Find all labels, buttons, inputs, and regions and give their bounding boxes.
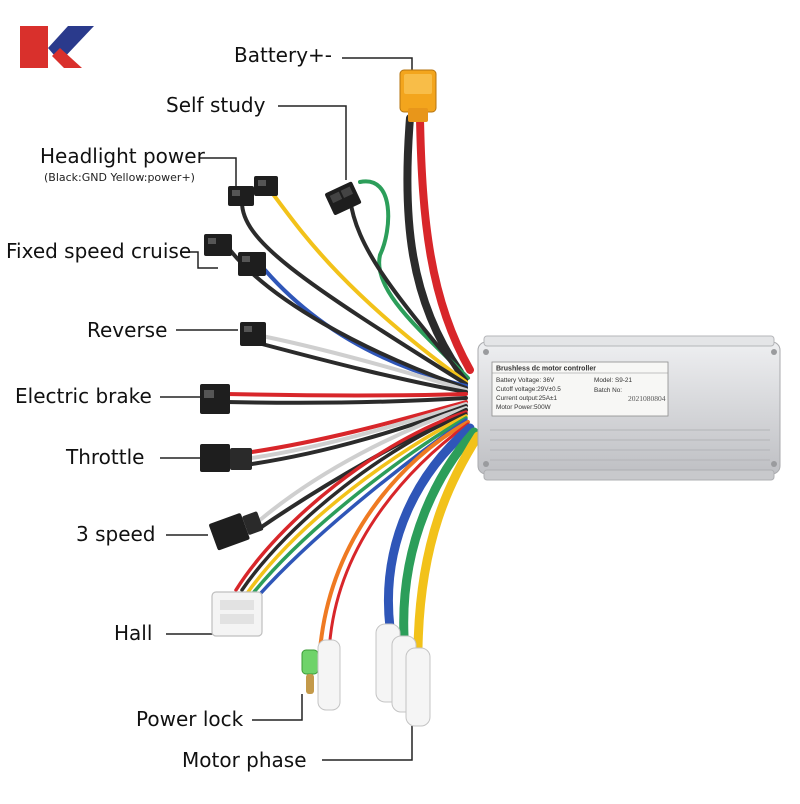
3speed-connector [209,511,264,551]
leader-self-study [278,105,347,180]
label-motor-phase: Motor phase [182,748,307,772]
wire-phase-blue [384,423,475,633]
nameplate-cutoff-voltage: Cutoff voltage:29V±0.5 [496,386,561,393]
label-self-study: Self study [166,93,266,117]
nameplate-batch-label: Batch No: [594,387,622,394]
mounting-hole-br [771,461,777,467]
controller-top-flange [483,335,775,347]
label-3speed: 3 speed [76,522,156,546]
headlight-connector-a [228,186,254,206]
mounting-hole-tr [771,349,777,355]
nameplate-current-output: Current output:25A±1 [496,395,558,402]
leader-headlight [200,157,237,188]
wire-reverse-white [260,334,468,392]
wire-power-lock-orange [318,420,470,652]
self-study-connector [325,181,362,215]
reverse-connector [240,322,266,346]
phase-terminal-yellow [405,647,431,727]
nameplate-motor-power: Motor Power:500W [496,404,552,411]
wire-power-lock-red [328,422,470,642]
wire-battery-red [416,114,474,374]
controller-box: Brushless dc motor controller Battery Vo… [477,335,781,481]
nameplate-title: Brushless dc motor controller [496,366,596,373]
logo-letter: K [0,0,1,1]
wire-headlight-yellow [268,188,468,384]
label-throttle: Throttle [66,445,145,469]
cruise-connector-b [238,252,266,276]
wire-phase-green [399,427,479,641]
label-power-lock: Power lock [136,707,244,731]
wire-brake-black [224,396,468,405]
mounting-hole-bl [483,461,489,467]
nameplate [491,361,669,417]
power-lock-terminal-green [301,649,319,694]
wire-phase-yellow [413,431,483,653]
battery-connector [399,69,437,122]
leader-lines [160,57,413,761]
throttle-connector [200,444,252,472]
wire-hall-black [240,412,468,592]
label-headlight: Headlight power [40,144,205,168]
label-battery: Battery+- [234,43,332,67]
label-reverse: Reverse [87,318,168,342]
wire-self-study-black [348,196,468,382]
wire-hall-yellow [246,414,468,594]
wire-brake-red [224,392,468,398]
leader-power-lock [252,694,303,721]
wire-hall-red [234,410,468,592]
brake-connector [200,384,230,414]
label-hall: Hall [114,621,153,645]
controller-bottom-flange [483,469,775,481]
leader-motor-phase [322,726,413,761]
wire-hall-green [252,416,468,594]
controller-fins [490,429,770,461]
cruise-connector-a [204,234,232,256]
wire-3speed-white [258,406,468,522]
wire-headlight-black [239,198,468,386]
wire-bundle [224,114,483,653]
brand-logo: K [0,0,94,68]
label-cruise: Fixed speed cruise [6,239,192,263]
wire-throttle-white [250,402,468,460]
wire-self-study-green [358,179,470,380]
power-lock-terminal-white [317,639,341,711]
leader-cruise [180,251,218,269]
nameplate-battery-voltage: Battery Voltage: 36V [496,377,555,384]
label-headlight-note: (Black:GND Yellow:power+) [44,171,195,184]
wire-throttle-red [250,400,468,454]
wire-battery-black [403,114,464,376]
nameplate-batch-number: 2021080804 [628,394,666,403]
wire-reverse-black [260,342,468,394]
hall-connector [211,591,263,637]
logo-red-stroke [20,26,48,68]
leader-battery [342,57,413,72]
connectors [200,69,437,727]
logo-red-lower [52,48,82,68]
label-brake: Electric brake [15,384,152,408]
nameplate-model: Model: S9-21 [594,377,632,384]
headlight-connector-b [254,176,278,196]
mounting-hole-tl [483,349,489,355]
